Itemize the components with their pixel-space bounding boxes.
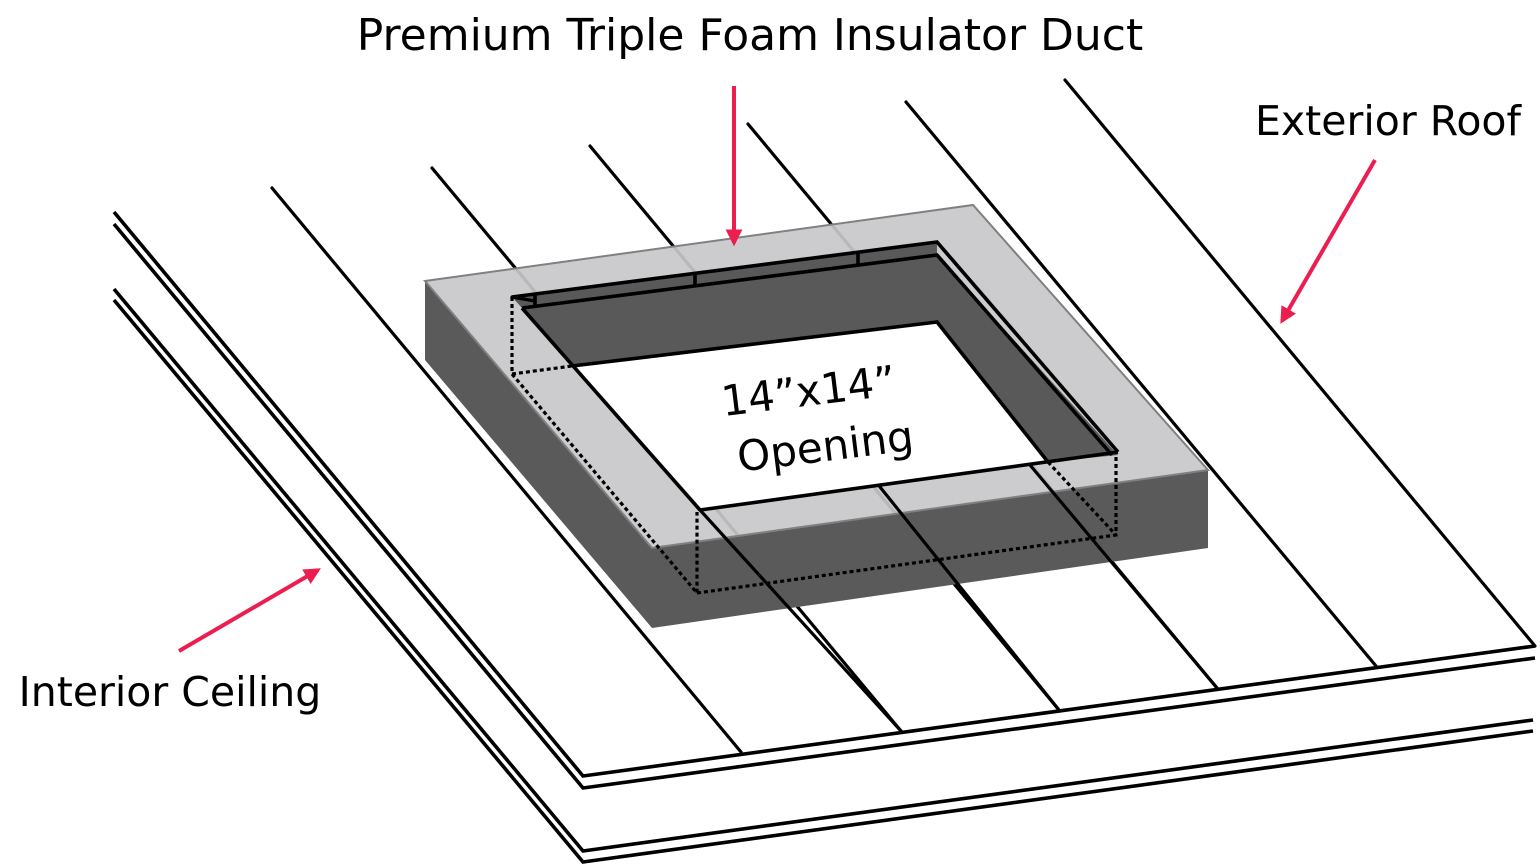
diagram-title: Premium Triple Foam Insulator Duct (357, 10, 1144, 61)
foam-insulator-block (423, 203, 1219, 733)
duct-hidden-edge-right (1046, 460, 1118, 537)
interior-ceiling-arrow (177, 568, 321, 653)
exterior-roof-label: Exterior Roof (1255, 97, 1523, 145)
roof-plank-6 (1063, 78, 1537, 648)
roof-plank-1 (270, 186, 743, 754)
roof-deck-edge-bottom (112, 222, 1536, 790)
interior-ceiling-label: Interior Ceiling (19, 668, 322, 716)
exterior-roof-arrow (1280, 158, 1377, 324)
ceiling-layer-2 (112, 298, 1534, 864)
roof-plank-5 (904, 100, 1378, 668)
plank-over-duct-2 (698, 508, 903, 733)
duct-opening-edge-front (699, 450, 1119, 512)
duct-hidden-edge-back (511, 364, 573, 376)
duct-opening (572, 322, 1048, 510)
plank-over-duct-4 (1028, 463, 1219, 690)
interior-ceiling-layers (112, 287, 1534, 864)
foam-left-face (425, 281, 652, 628)
duct-opening-edge-left (520, 306, 702, 512)
duct-opening-edge-back (571, 320, 1050, 464)
ceiling-layer-1 (112, 287, 1534, 853)
duct-rim-inner-top (521, 253, 1114, 457)
callout-arrows (177, 86, 1377, 653)
duct-rim-top (511, 240, 1120, 454)
plank-over-duct-3 (878, 485, 1061, 712)
duct-hidden-edge-left (510, 297, 699, 598)
